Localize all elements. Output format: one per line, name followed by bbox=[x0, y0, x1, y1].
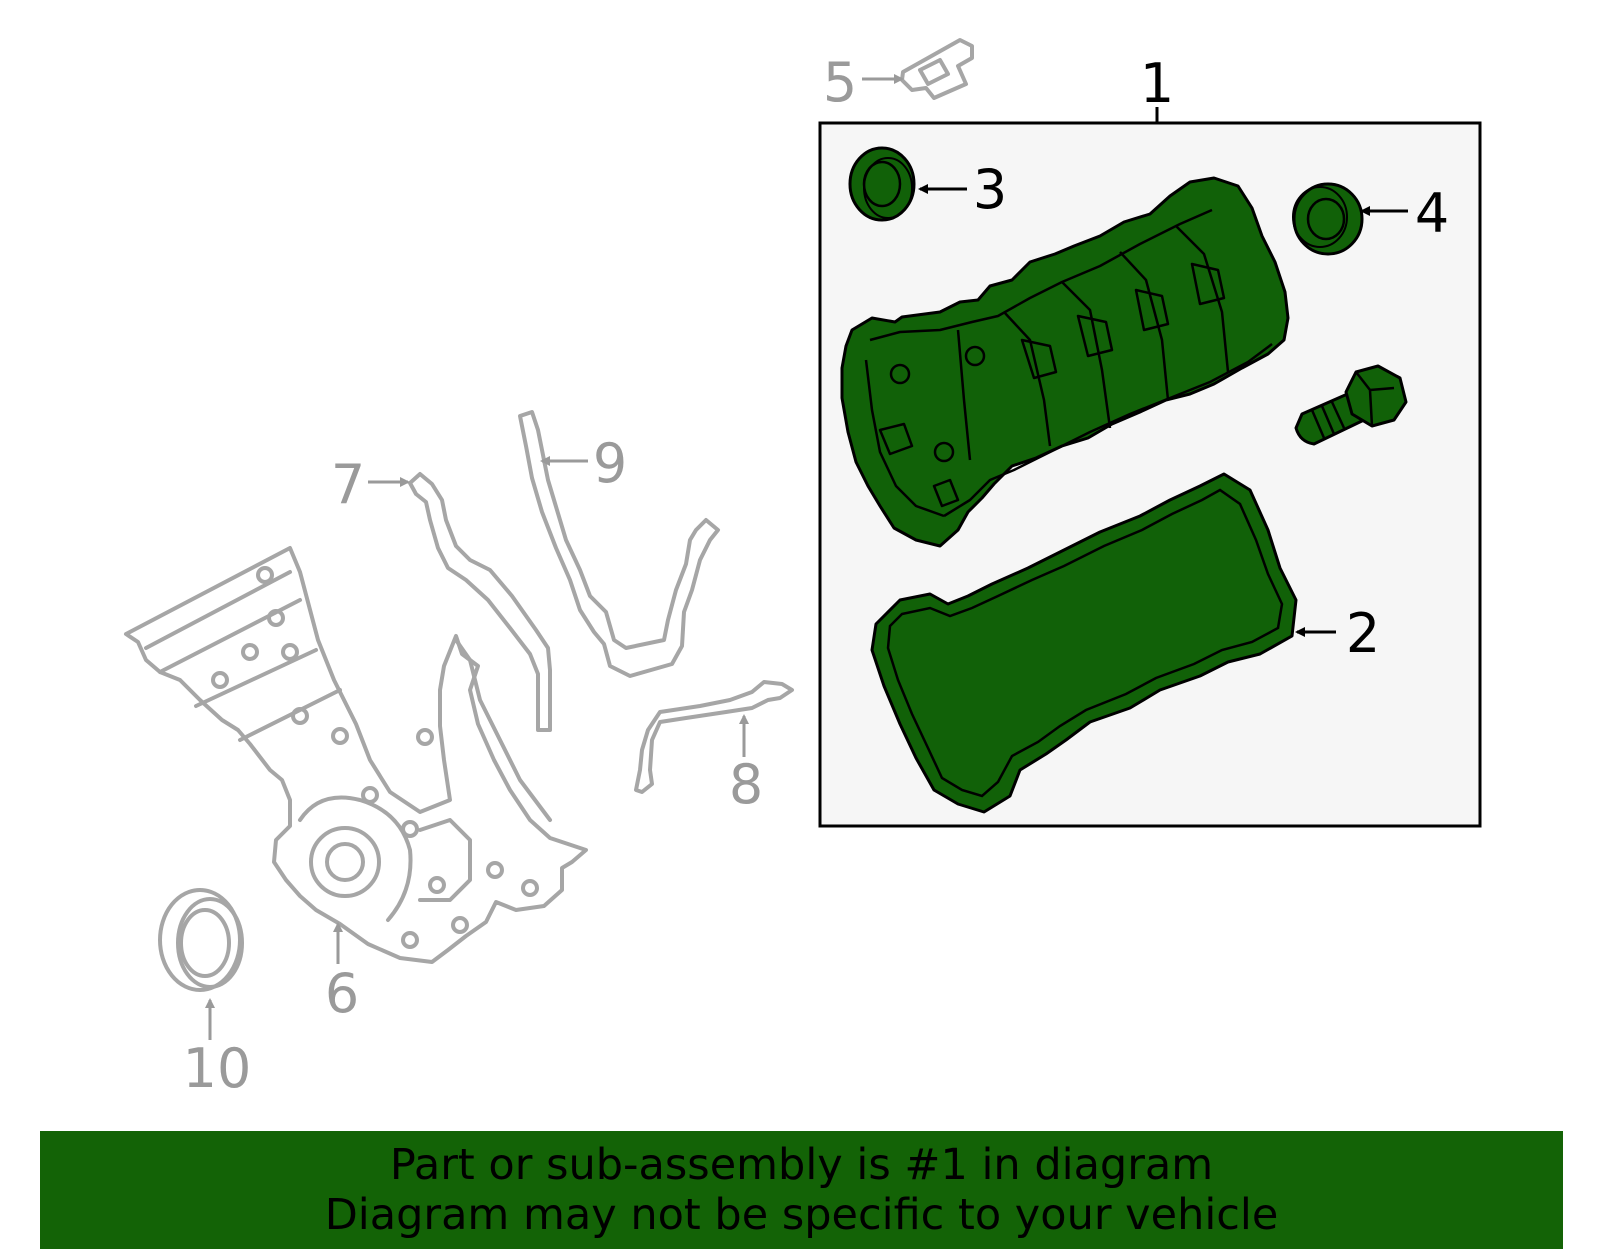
part-5-sensor bbox=[900, 38, 974, 100]
part-2-gasket bbox=[870, 472, 1298, 814]
part-3-seal bbox=[848, 146, 916, 222]
part-9-gasket bbox=[518, 410, 720, 678]
banner-line-1: Part or sub-assembly is #1 in diagram bbox=[389, 1140, 1214, 1190]
callout-8: 8 bbox=[729, 753, 763, 816]
info-banner: Part or sub-assembly is #1 in diagram Di… bbox=[40, 1131, 1563, 1249]
part-4-seal bbox=[1292, 182, 1364, 256]
callout-5: 5 bbox=[823, 51, 857, 114]
callout-2: 2 bbox=[1346, 602, 1380, 665]
callout-1: 1 bbox=[1140, 52, 1174, 115]
callout-4: 4 bbox=[1415, 182, 1449, 245]
part-1-bolt bbox=[1294, 364, 1408, 446]
part-7-gasket bbox=[408, 472, 552, 732]
callout-6: 6 bbox=[325, 962, 359, 1025]
part-8-gasket bbox=[634, 680, 794, 794]
callout-3: 3 bbox=[973, 158, 1007, 221]
part-1-valve-cover bbox=[840, 176, 1290, 548]
banner-line-2: Diagram may not be specific to your vehi… bbox=[324, 1190, 1279, 1240]
callout-7: 7 bbox=[331, 453, 365, 516]
part-6-timing-cover bbox=[124, 546, 588, 964]
callout-9: 9 bbox=[593, 432, 627, 495]
part-10-seal bbox=[158, 888, 244, 992]
callout-10: 10 bbox=[183, 1037, 252, 1100]
